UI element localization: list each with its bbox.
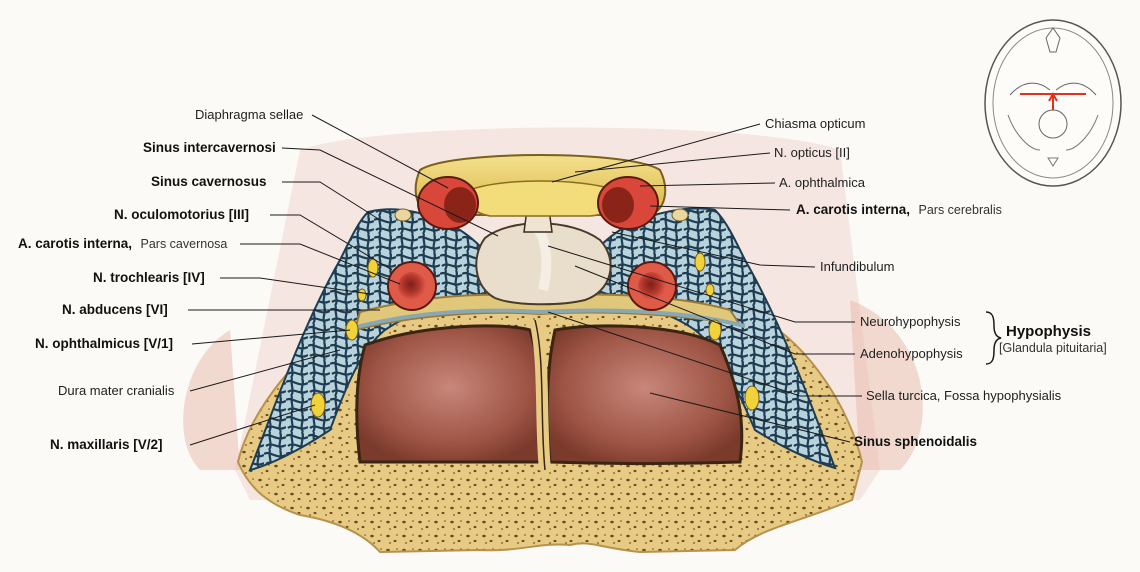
label-chiasma-opticum: Chiasma opticum <box>765 116 865 131</box>
a-carotis-pars-cavernosa-left <box>388 262 436 310</box>
label-diaphragma-sellae: Diaphragma sellae <box>195 107 303 122</box>
label-n-opticus: N. opticus [II] <box>774 145 850 160</box>
label-sinus-intercavernosi: Sinus intercavernosi <box>143 140 276 155</box>
label-n-abducens: N. abducens [VI] <box>62 302 168 317</box>
sinus-sphenoidalis-right <box>547 326 741 464</box>
hypophysis-brace <box>986 312 1001 364</box>
label-a-ophthalmica: A. ophthalmica <box>779 175 866 190</box>
label-glandula-pituitaria: [Glandula pituitaria] <box>999 341 1107 355</box>
label-a-carotis-interna-cavernosa: A. carotis interna, Pars cavernosa <box>18 235 227 252</box>
label-dura-mater: Dura mater cranialis <box>58 383 175 398</box>
label-n-oculomotorius: N. oculomotorius [III] <box>114 207 249 222</box>
skull-base-orientation-icon <box>985 20 1121 186</box>
label-n-trochlearis: N. trochlearis [IV] <box>93 270 205 285</box>
label-sinus-sphenoidalis: Sinus sphenoidalis <box>854 434 977 449</box>
label-sella-turcica: Sella turcica, Fossa hypophysialis <box>866 388 1062 403</box>
label-n-maxillaris: N. maxillaris [V/2] <box>50 437 163 452</box>
label-neurohypophysis: Neurohypophysis <box>860 314 961 329</box>
label-sinus-cavernosus: Sinus cavernosus <box>151 174 267 189</box>
label-n-ophthalmicus: N. ophthalmicus [V/1] <box>35 336 173 351</box>
a-carotis-pars-cerebralis-left <box>418 177 478 229</box>
sinus-sphenoidalis-left <box>357 326 543 462</box>
label-hypophysis: Hypophysis <box>1006 323 1091 340</box>
label-adenohypophysis: Adenohypophysis <box>860 346 963 361</box>
label-a-carotis-interna-cerebralis: A. carotis interna, Pars cerebralis <box>796 201 1002 218</box>
label-infundibulum: Infundibulum <box>820 259 894 274</box>
a-carotis-pars-cavernosa-right <box>628 262 676 310</box>
a-carotis-pars-cerebralis-right <box>598 177 658 229</box>
